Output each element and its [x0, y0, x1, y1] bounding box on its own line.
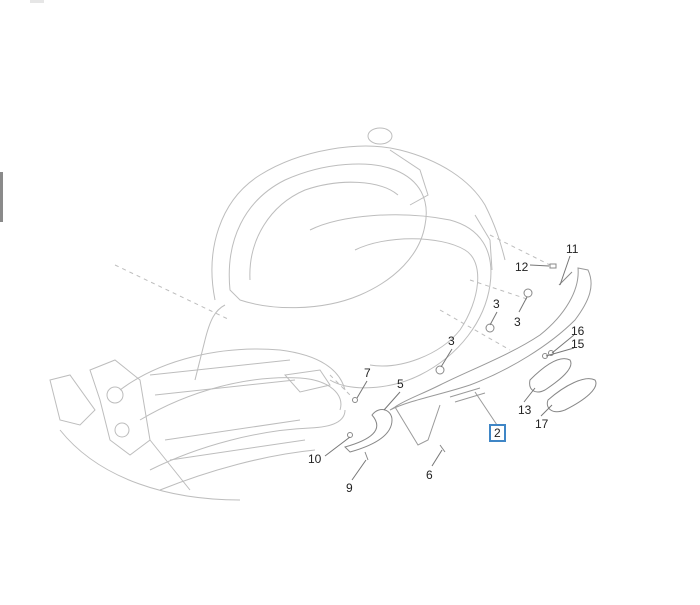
callout-2-highlighted[interactable]: 2: [489, 424, 506, 442]
callout-7[interactable]: 7: [364, 366, 371, 380]
top-edge-mark: [30, 0, 44, 3]
callout-17[interactable]: 17: [535, 417, 549, 431]
callout-9[interactable]: 9: [346, 481, 353, 495]
hardware-icons: [344, 263, 597, 461]
leader-lines: [324, 255, 575, 481]
callout-10[interactable]: 10: [308, 452, 322, 466]
side-skirt-part-2-icon: [389, 267, 592, 446]
callout-12[interactable]: 12: [515, 260, 529, 274]
left-edge-scrollbar[interactable]: [0, 172, 3, 222]
callout-6[interactable]: 6: [426, 468, 433, 482]
callout-3[interactable]: 3: [493, 297, 500, 311]
callout-3[interactable]: 3: [448, 334, 455, 348]
callout-15[interactable]: 15: [571, 337, 585, 351]
callout-11[interactable]: 11: [566, 242, 579, 256]
callout-13[interactable]: 13: [518, 403, 532, 417]
callout-3[interactable]: 3: [514, 315, 521, 329]
scooter-body-icon: [49, 127, 551, 501]
callout-5[interactable]: 5: [397, 377, 404, 391]
callout-16[interactable]: 16: [571, 324, 585, 338]
